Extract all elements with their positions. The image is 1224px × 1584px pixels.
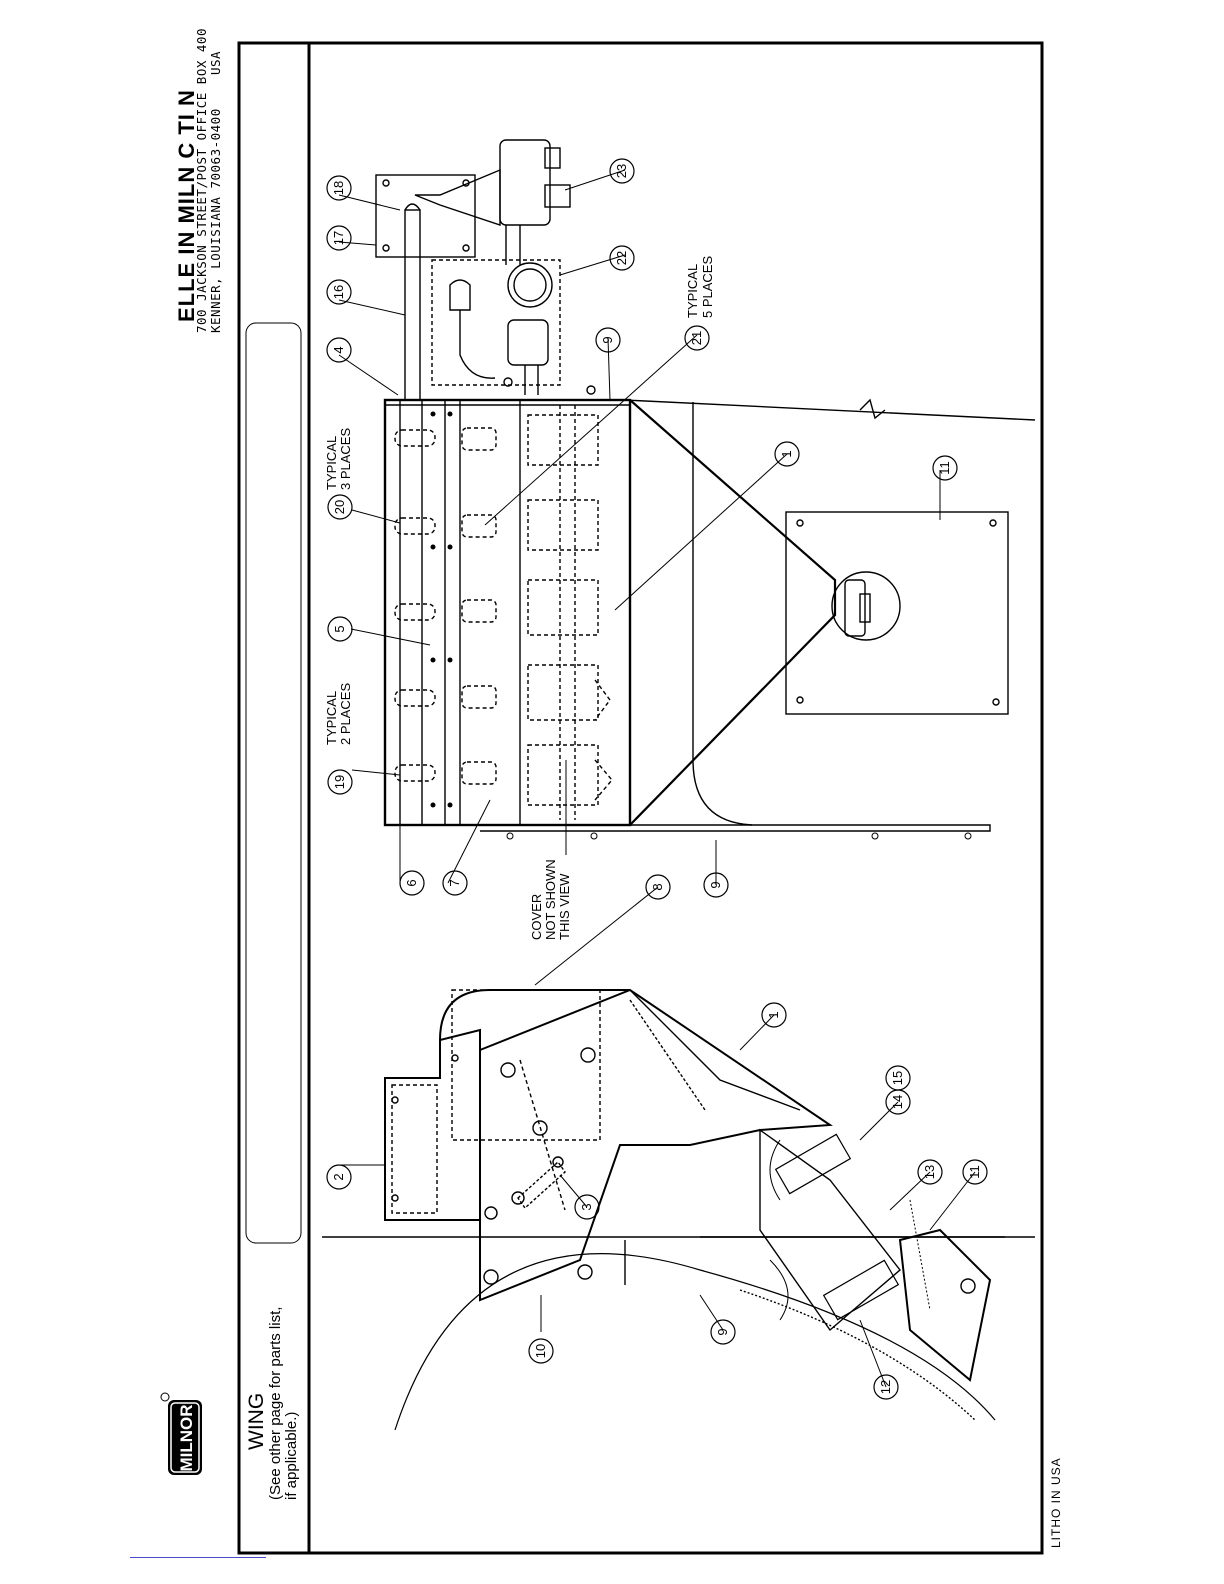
note-cover-line3: THIS VIEW bbox=[557, 873, 572, 940]
balloon-11b: 11 bbox=[967, 1165, 982, 1179]
balloon-14: 14 bbox=[890, 1095, 905, 1109]
balloon-3: 3 bbox=[579, 1203, 594, 1210]
balloon-2: 2 bbox=[331, 1173, 346, 1180]
balloon-20: 20 bbox=[332, 500, 347, 514]
balloon-16: 16 bbox=[331, 285, 346, 299]
note-typical-5-line1: TYPICAL bbox=[685, 264, 700, 318]
balloon-9a: 9 bbox=[600, 336, 615, 343]
drum-arc bbox=[394, 1253, 996, 1431]
note-typical-2-line2: 2 PLACES bbox=[338, 683, 353, 745]
balloon-22: 22 bbox=[614, 251, 629, 265]
company-country: USA bbox=[208, 50, 223, 75]
company-address-line1: 700 JACKSON STREET/POST OFFICE BOX 400 bbox=[194, 28, 209, 333]
note-typical-3-line2: 3 PLACES bbox=[338, 428, 353, 490]
balloon-4: 4 bbox=[331, 346, 346, 353]
bottom-link-rule bbox=[130, 1557, 266, 1558]
hopper bbox=[629, 399, 837, 826]
svg-text:MILNOR: MILNOR bbox=[177, 1404, 196, 1471]
balloon-17: 17 bbox=[331, 231, 346, 245]
balloon-9b: 9 bbox=[708, 881, 723, 888]
milnor-logo: MILNOR bbox=[160, 1392, 202, 1475]
balloon-9c: 9 bbox=[715, 1328, 730, 1335]
balloons bbox=[326, 158, 988, 1400]
leader-lines bbox=[338, 169, 976, 1388]
note-cover-line2: NOT SHOWN bbox=[543, 859, 558, 940]
balloon-5: 5 bbox=[332, 625, 347, 632]
title-box bbox=[245, 322, 302, 1244]
flange-plate bbox=[785, 511, 1009, 715]
balloon-11a: 11 bbox=[937, 461, 952, 475]
drawing-title: WING bbox=[245, 1392, 268, 1450]
outlet bbox=[831, 571, 901, 641]
note-cover-line1: COVER bbox=[529, 894, 544, 940]
litho-note: LITHO IN USA bbox=[1049, 1457, 1063, 1548]
note-typical-5-line2: 5 PLACES bbox=[700, 256, 715, 318]
drawing-subtitle-line1: (See other page for parts list, bbox=[267, 1306, 284, 1500]
drawing-notes: TYPICAL 2 PLACES TYPICAL 3 PLACES TYPICA… bbox=[324, 256, 715, 940]
balloon-23: 23 bbox=[614, 164, 629, 178]
balloon-18: 18 bbox=[331, 181, 346, 195]
balloon-1b: 1 bbox=[766, 1011, 781, 1018]
manifold-view bbox=[383, 398, 1036, 840]
balloon-10: 10 bbox=[533, 1344, 548, 1358]
piping-assembly bbox=[375, 139, 596, 401]
balloon-21: 21 bbox=[689, 331, 704, 345]
balloon-7: 7 bbox=[447, 879, 462, 886]
balloon-12: 12 bbox=[878, 1380, 893, 1394]
drawing-subtitle-line2: if applicable.) bbox=[283, 1411, 300, 1500]
balloon-6: 6 bbox=[404, 879, 419, 886]
balloon-13: 13 bbox=[922, 1165, 937, 1179]
note-typical-2-line1: TYPICAL bbox=[324, 691, 339, 745]
balloon-8: 8 bbox=[650, 883, 665, 890]
balloon-19: 19 bbox=[332, 775, 347, 789]
balloon-15: 15 bbox=[890, 1071, 905, 1085]
note-typical-3-line1: TYPICAL bbox=[324, 436, 339, 490]
balloon-1a: 1 bbox=[779, 450, 794, 457]
chute-view bbox=[322, 988, 1035, 1431]
company-address-line2: KENNER, LOUISIANA 70063-0400 bbox=[208, 108, 223, 333]
balloon-numbers: 18 17 16 4 23 22 9 21 20 5 19 1 11 6 7 8… bbox=[331, 164, 982, 1394]
sheet-border bbox=[237, 41, 1044, 1555]
